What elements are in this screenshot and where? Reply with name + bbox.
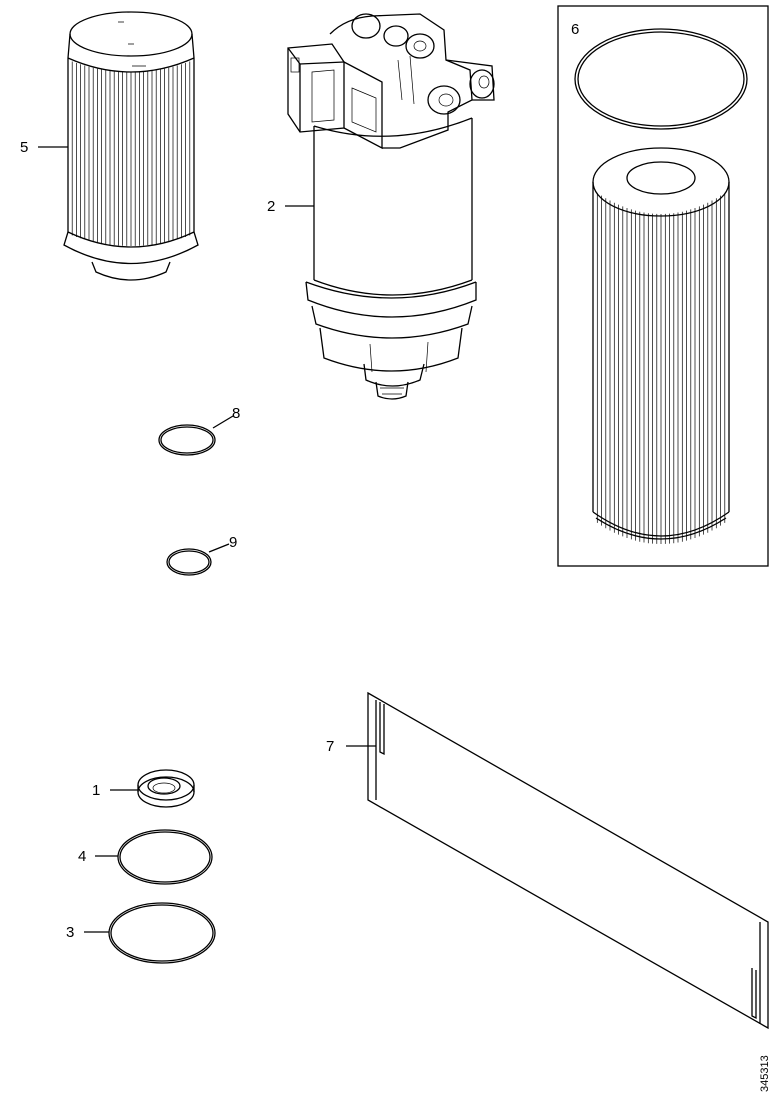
callout-6: 6 <box>571 21 579 38</box>
filter-housing-2 <box>287 13 495 400</box>
callout-8: 8 <box>232 405 240 422</box>
leader-8 <box>212 415 234 429</box>
callout-1: 1 <box>92 782 100 799</box>
callout-5: 5 <box>20 139 28 156</box>
leader-9 <box>208 543 230 553</box>
callout-9: 9 <box>229 534 237 551</box>
kit-frame-6 <box>557 5 769 567</box>
o-ring-8 <box>158 424 216 456</box>
kit-filter-element-6 <box>592 147 730 544</box>
filter-pleats <box>596 192 726 544</box>
callout-3: 3 <box>66 924 74 941</box>
callout-4: 4 <box>78 848 86 865</box>
callout-7: 7 <box>326 738 334 755</box>
drawing-id: 345313 <box>759 1055 771 1092</box>
instruction-sheet-7 <box>367 691 769 1030</box>
kit-seal-ring-6 <box>574 28 748 130</box>
callout-2: 2 <box>267 198 275 215</box>
o-ring-9 <box>166 548 212 576</box>
o-ring-4 <box>117 829 213 885</box>
filter-pleats <box>71 61 191 246</box>
filter-element-5 <box>63 11 199 281</box>
o-ring-3 <box>108 902 216 964</box>
seal-washer-1 <box>137 769 195 808</box>
